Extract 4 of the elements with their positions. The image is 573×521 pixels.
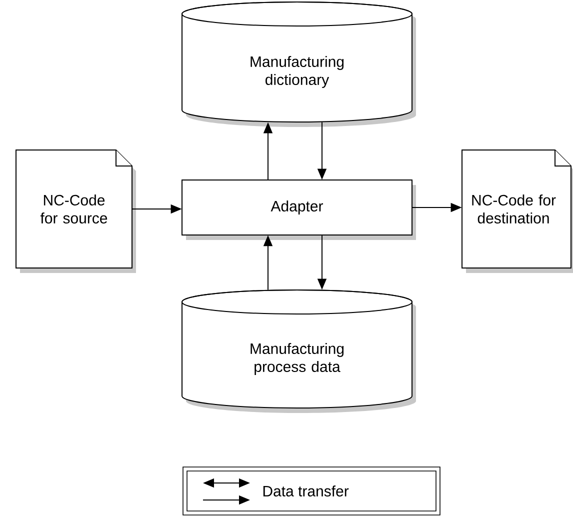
legend-label: Data transfer (263, 485, 349, 496)
process-box: Adapter (182, 180, 416, 240)
database-cylinder: Manufacturing dictionary (182, 2, 416, 127)
database-cylinder: Manufacturing process data (182, 289, 416, 413)
